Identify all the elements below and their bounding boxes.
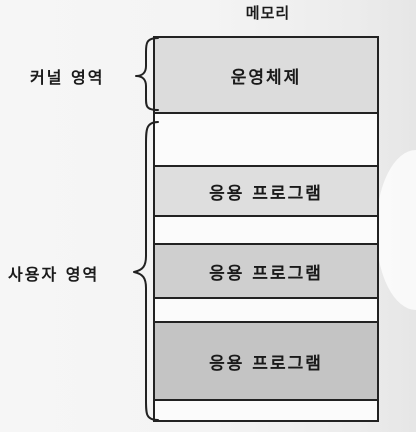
- user-area-label: 사용자 영역: [8, 265, 100, 284]
- kernel-area-label: 커널 영역: [30, 68, 105, 87]
- memory-title: 메모리: [245, 4, 291, 22]
- region-application-3: 응용 프로그램: [155, 321, 377, 401]
- memory-block: 운영체제 응용 프로그램 응용 프로그램 응용 프로그램: [153, 36, 379, 422]
- region-application-2: 응용 프로그램: [155, 243, 377, 299]
- region-application-1: 응용 프로그램: [155, 165, 377, 217]
- region-operating-system: 운영체제: [155, 38, 377, 114]
- user-brace: [133, 121, 159, 421]
- kernel-brace: [135, 37, 159, 111]
